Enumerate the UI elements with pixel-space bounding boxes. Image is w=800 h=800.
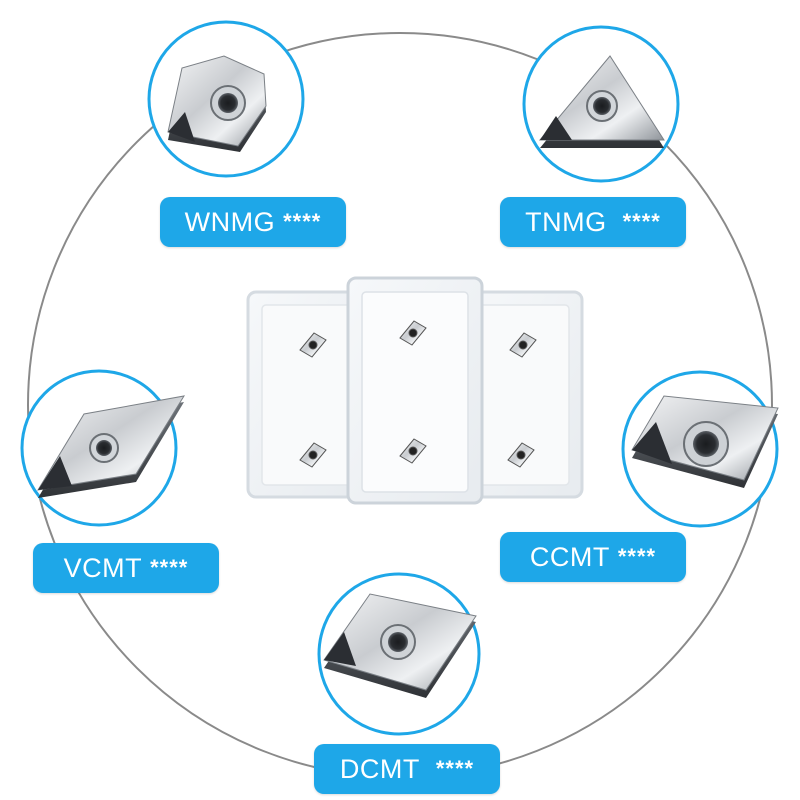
wnmg-trigon-insert-icon: [167, 55, 267, 152]
tnmg-label: TNMG ****: [500, 197, 686, 247]
ccmt-suffix: ****: [617, 544, 657, 569]
boxed-inserts: [299, 320, 537, 468]
wnmg-label: WNMG ****: [160, 197, 346, 247]
vcmt-suffix: ****: [150, 555, 189, 580]
ccmt-80deg-rhombic-insert-icon: [631, 395, 779, 488]
ccmt-insert-badge: [621, 370, 779, 528]
dcmt-code: DCMT: [339, 753, 420, 784]
tnmg-triangle-insert-icon: [538, 55, 665, 148]
dcmt-label: DCMT ****: [314, 744, 500, 794]
vcmt-label: VCMT ****: [33, 543, 219, 593]
insert-boxes: [246, 276, 584, 505]
wnmg-suffix: ****: [283, 209, 322, 234]
dcmt-suffix: ****: [435, 756, 475, 781]
vcmt-code: VCMT: [63, 552, 143, 583]
tnmg-insert-badge: [522, 25, 680, 183]
insert-box-right: [460, 290, 584, 499]
dcmt-55deg-rhombic-insert-icon: [323, 593, 477, 698]
wnmg-code: WNMG: [184, 206, 276, 237]
vcmt-35deg-rhombic-insert-icon: [37, 395, 186, 498]
dcmt-insert-badge: [317, 572, 481, 736]
ccmt-code: CCMT: [529, 541, 610, 572]
tnmg-suffix: ****: [622, 209, 661, 234]
tnmg-code: TNMG: [525, 206, 607, 237]
insert-box-center: [346, 276, 484, 505]
vcmt-insert-badge: [20, 369, 186, 527]
insert-box-left: [246, 290, 370, 499]
ccmt-label: CCMT ****: [500, 532, 686, 582]
wnmg-insert-badge: [147, 20, 305, 178]
